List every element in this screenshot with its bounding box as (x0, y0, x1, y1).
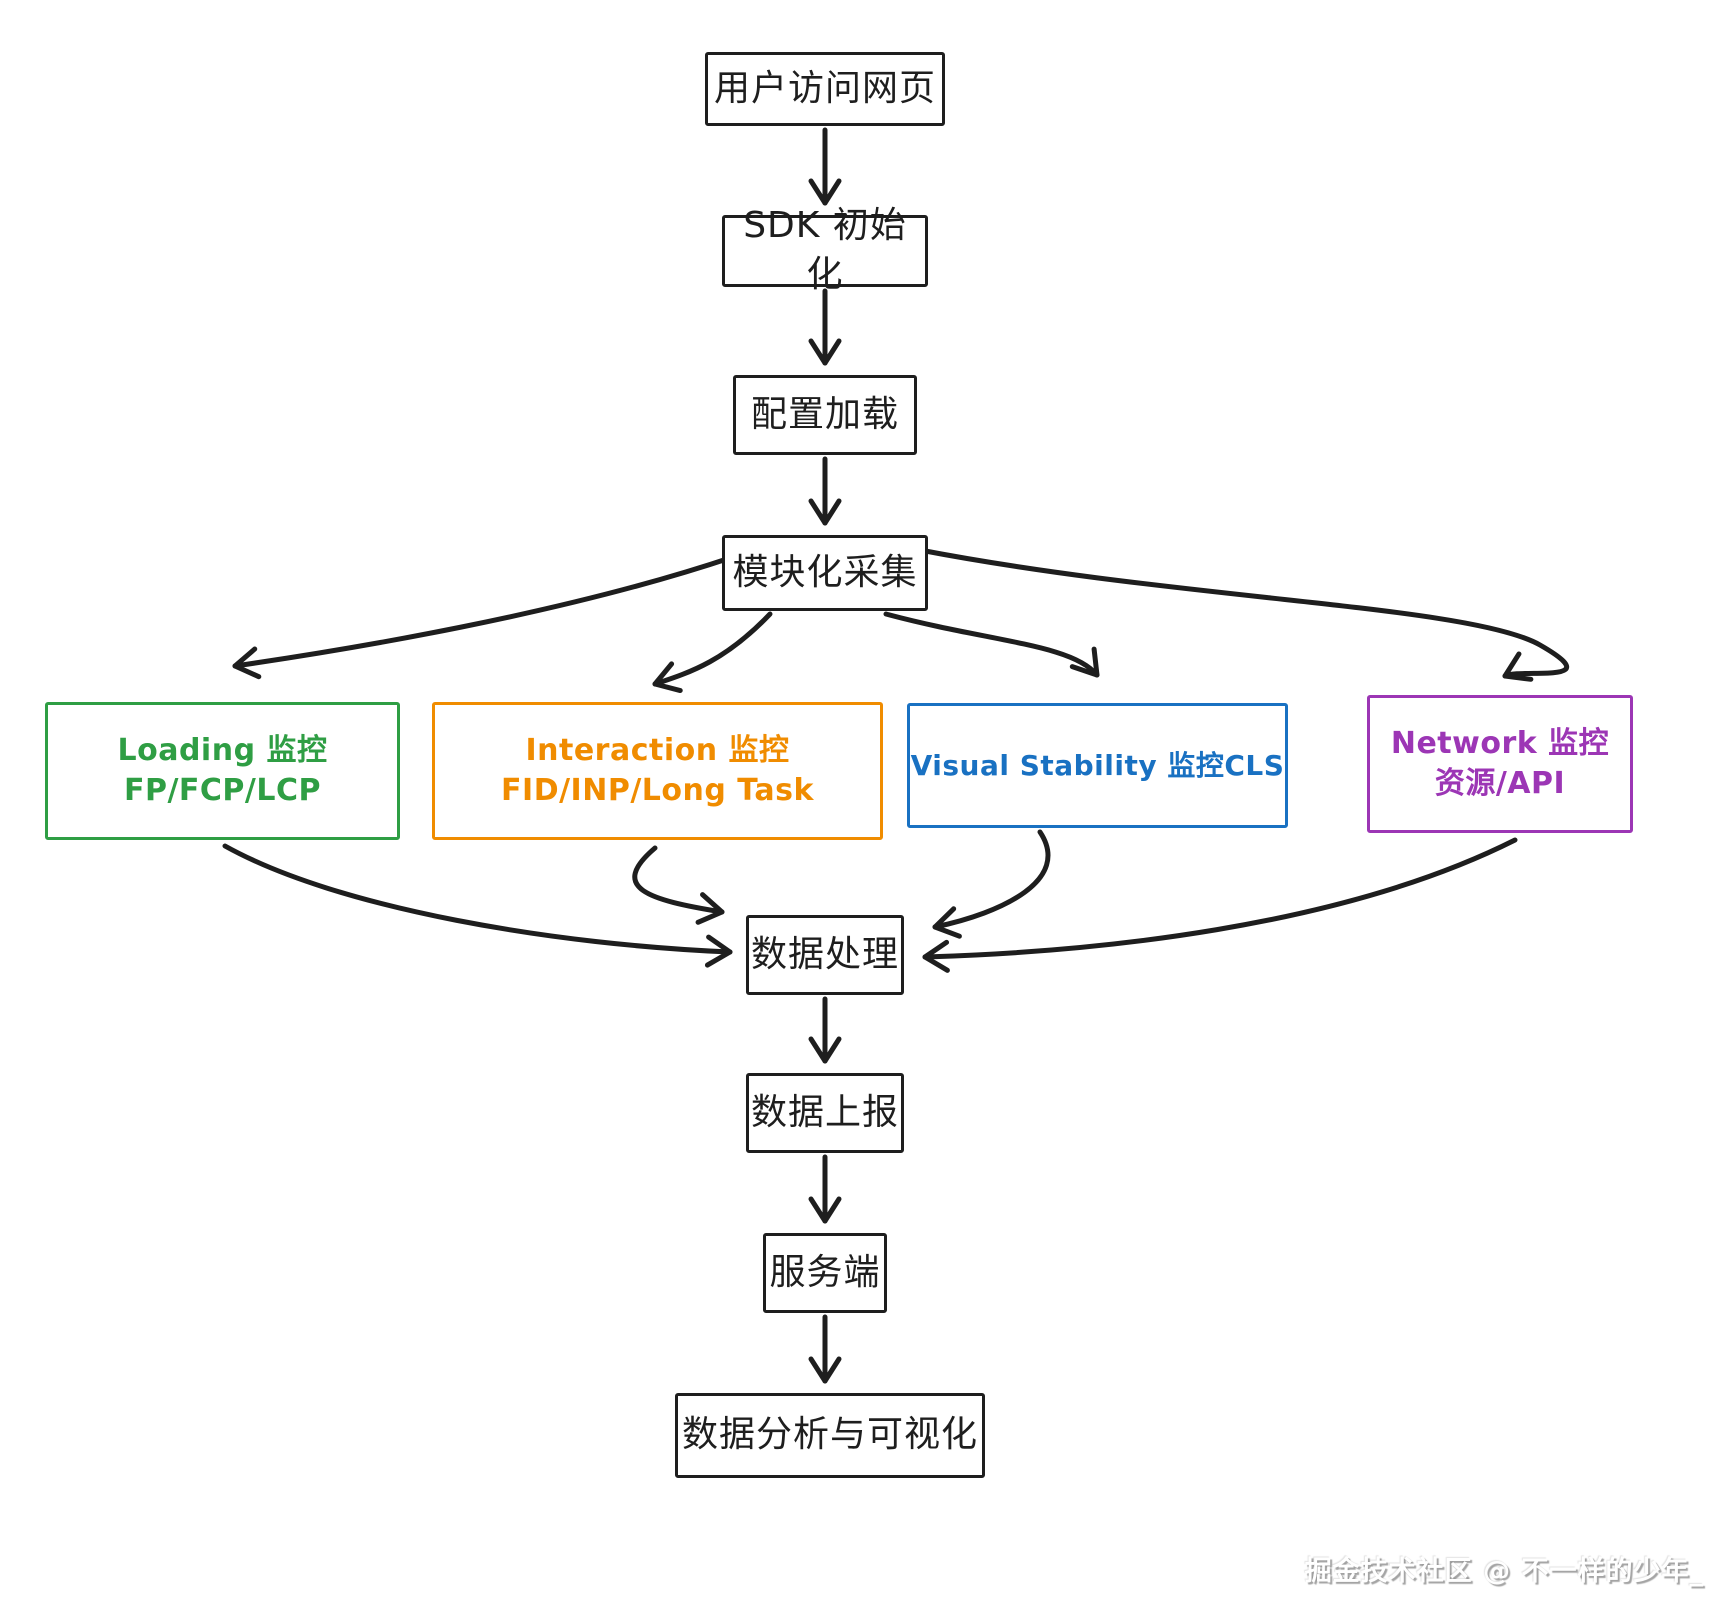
node-data-analysis-visualization: 数据分析与可视化 (675, 1393, 985, 1478)
node-server-side-label: 服务端 (769, 1251, 881, 1293)
arrow-collect-to-network (917, 547, 1570, 682)
arrow-loading-to-process (222, 843, 733, 968)
node-network-monitor: Network 监控 资源/API (1367, 695, 1633, 833)
node-modular-collect: 模块化采集 (722, 535, 928, 611)
watermark: 掘金技术社区 @ 不一样的少年_ (1304, 1556, 1704, 1587)
node-sdk-init-label: SDK 初始化 (743, 205, 907, 295)
node-modular-collect-label: 模块化采集 (732, 551, 918, 593)
node-user-visit-label: 用户访问网页 (713, 67, 936, 109)
node-network-monitor-line1: Network 监控 (1390, 725, 1610, 761)
node-loading-monitor-line1: Loading 监控 (117, 732, 328, 768)
arrow-network-to-process (922, 837, 1518, 973)
node-interaction-monitor: Interaction 监控 FID/INP/Long Task (432, 702, 883, 840)
node-sdk-init: SDK 初始化 (722, 205, 928, 295)
node-data-report-label: 数据上报 (750, 1091, 899, 1133)
node-visual-stability-monitor: Visual Stability 监控CLS (907, 703, 1288, 828)
arrow-interaction-to-process (632, 845, 725, 925)
node-interaction-monitor-line1: Interaction 监控 (525, 732, 790, 768)
arrow-visual-to-process (932, 829, 1051, 939)
node-data-analysis-visualization-label: 数据分析与可视化 (681, 1414, 978, 1456)
node-loading-monitor: Loading 监控 FP/FCP/LCP (45, 702, 400, 840)
node-server-side: 服务端 (763, 1233, 887, 1313)
node-data-report: 数据上报 (746, 1073, 904, 1153)
node-data-process: 数据处理 (746, 915, 904, 995)
node-interaction-monitor-line2: FID/INP/Long Task (501, 773, 814, 808)
node-config-load-label: 配置加载 (750, 393, 899, 435)
node-visual-stability-monitor-line1: Visual Stability 监控CLS (910, 748, 1285, 782)
node-user-visit: 用户访问网页 (705, 52, 945, 126)
node-network-monitor-line2: 资源/API (1434, 766, 1566, 801)
node-loading-monitor-line2: FP/FCP/LCP (123, 773, 321, 808)
arrow-collect-to-visual (883, 611, 1100, 678)
node-config-load: 配置加载 (733, 375, 917, 455)
arrow-collect-to-loading (232, 554, 736, 680)
node-data-process-label: 数据处理 (750, 933, 899, 975)
arrow-collect-to-interaction (652, 611, 773, 694)
